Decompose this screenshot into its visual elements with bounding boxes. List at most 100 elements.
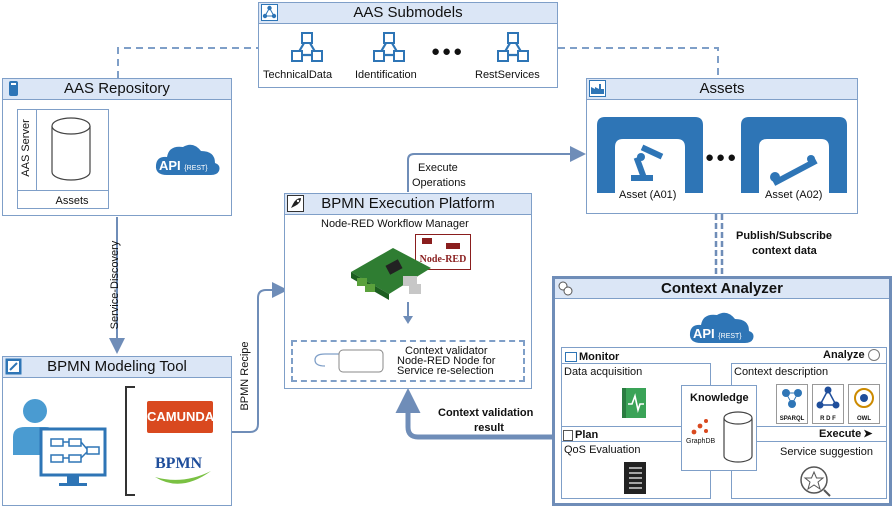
aas-server-label: AAS Server: [20, 119, 32, 177]
bpmn-swoosh-icon: [155, 471, 211, 484]
bpmn-execution-header: BPMN Execution Platform: [285, 194, 531, 215]
aas-server-assets-strip: Assets: [18, 190, 108, 209]
submodel-identification: Identification: [355, 69, 417, 81]
bracket-icon: [125, 386, 135, 496]
bpmn-modeling-title: BPMN Modeling Tool: [47, 358, 187, 375]
edit-icon: [5, 358, 22, 375]
nodered-logo-text: Node-RED: [419, 254, 467, 265]
nodered-logo: Node-RED: [415, 234, 471, 270]
assets-header: Assets: [587, 79, 857, 100]
owl-icon: OWL: [848, 384, 880, 424]
analyzer-api-cloud: API {REST}: [687, 309, 757, 349]
notebook-icon: [624, 462, 646, 494]
api-cloud-icon: API {REST}: [153, 141, 223, 181]
data-acquisition-label: Data acquisition: [564, 366, 643, 378]
bpmn-logo: BPMN: [153, 453, 213, 485]
pubsub-label-2: context data: [752, 245, 817, 257]
rdf-text: R D F: [820, 416, 836, 422]
gears-icon: [558, 281, 573, 296]
qos-evaluation-label: QoS Evaluation: [564, 444, 641, 456]
camunda-logo: CAMUNDA: [147, 401, 214, 433]
context-analyzer-title: Context Analyzer: [661, 280, 783, 297]
context-description-box: Context description SPARQL R D F OWL: [731, 363, 887, 427]
submodel-cube-icon: [291, 32, 323, 62]
submodel-restservices: RestServices: [475, 69, 540, 81]
service-suggestion-box: Service suggestion: [731, 441, 887, 499]
monitor-label: Monitor: [565, 351, 619, 363]
database-cylinder-icon: [51, 117, 91, 181]
analyzer-api-rest: {REST}: [718, 333, 742, 340]
assets-title: Assets: [699, 80, 745, 97]
execute-rocket-icon: ➤: [863, 428, 873, 440]
analyze-label: Analyze: [823, 349, 880, 362]
execute-operations-label-1: Execute: [418, 162, 458, 174]
bpmn-modeling-header: BPMN Modeling Tool: [3, 357, 231, 378]
knowledge-label: Knowledge: [690, 392, 749, 404]
aas-server-assets-label: Assets: [55, 195, 89, 207]
validation-result-label-1: Context validation: [438, 407, 534, 419]
bpmn-execution-title: BPMN Execution Platform: [321, 195, 495, 212]
repository-api-label: API: [159, 158, 181, 173]
sparql-text: SPARQL: [779, 416, 805, 422]
context-description-label: Context description: [734, 366, 829, 378]
asset-station-icon: [597, 117, 703, 193]
pubsub-link: [714, 214, 724, 276]
analyze-icon: [867, 349, 880, 362]
down-arrow: [403, 302, 413, 324]
modeler-user-icon: [13, 399, 107, 486]
aas-submodels-header: AAS Submodels: [259, 3, 557, 24]
execute-text: Execute: [819, 428, 862, 440]
graphdb-icon: [691, 419, 708, 435]
analyzer-api-label: API: [693, 326, 715, 341]
plan-text: Plan: [575, 429, 599, 441]
asset-station-icon: [741, 117, 847, 193]
database-icon: [9, 81, 18, 96]
bpmn-modeling-panel: BPMN Modeling Tool CAMUNDA BPMN: [2, 356, 232, 506]
bpmn-execution-panel: BPMN Execution Platform Node-RED Workflo…: [284, 193, 532, 389]
knowledge-db-icon: [723, 411, 753, 463]
bpmn-recipe-label: BPMN Recipe: [239, 341, 251, 411]
submodel-ellipsis: ●●●: [431, 43, 465, 60]
sparql-icon: SPARQL: [776, 384, 808, 424]
knowledge-box: Knowledge GraphDB: [681, 385, 757, 471]
star-badge-icon: [800, 466, 831, 497]
context-analyzer-panel: Context Analyzer API {REST} Monitor Anal…: [552, 276, 892, 506]
context-validator-node: Context validator Node-RED Node for Serv…: [291, 340, 525, 382]
rocket-icon: [287, 195, 304, 212]
node-block-icon: [314, 349, 384, 373]
raspberry-pi-icon: [351, 248, 431, 300]
assets-ellipsis: ●●●: [705, 149, 739, 166]
service-suggestion-label: Service suggestion: [780, 446, 873, 458]
analyze-text: Analyze: [823, 349, 865, 361]
bpmn-logo-text: BPMN: [155, 455, 203, 472]
asset-a02-label: Asset (A02): [765, 189, 823, 201]
aas-server-label-strip: AAS Server: [18, 110, 37, 190]
validation-result-label-2: result: [474, 422, 504, 434]
submodel-cube-icon: [497, 32, 529, 62]
aas-server-box: AAS Server Assets: [17, 109, 109, 209]
service-discovery-label: Service-Discovery: [109, 240, 121, 330]
repository-api-rest: {REST}: [184, 165, 208, 172]
assets-panel: Assets Asset (A01) ●●● Asset (A02): [586, 78, 858, 214]
rdf-icon: R D F: [812, 384, 844, 424]
context-validator-line2: Node-RED Node for: [397, 355, 496, 367]
aas-repository-header: AAS Repository: [3, 79, 231, 100]
context-validator-line3: Service re-selection: [397, 365, 494, 377]
execute-operations-label-2: Operations: [412, 177, 466, 189]
bpmn-recipe-arrow: [232, 282, 288, 433]
validation-result-arrow: [395, 388, 552, 440]
owl-text: OWL: [857, 416, 871, 422]
factory-icon: [589, 80, 606, 97]
monitor-icon: [565, 352, 577, 363]
cloud-icon: [155, 144, 220, 175]
execute-operations-arrow: [407, 146, 586, 192]
submodel-cube-icon: [373, 32, 405, 62]
aas-submodels-title: AAS Submodels: [353, 4, 463, 21]
monitor-text: Monitor: [579, 351, 620, 363]
execute-label: Execute➤: [819, 427, 872, 440]
context-validator-line1: Context validator: [405, 345, 488, 357]
submodel-technicaldata: TechnicalData: [263, 69, 333, 81]
aas-submodels-panel: AAS Submodels TechnicalData Identificati…: [258, 2, 558, 88]
monitor-book-icon: [622, 388, 646, 418]
aas-repository-title: AAS Repository: [64, 80, 170, 97]
